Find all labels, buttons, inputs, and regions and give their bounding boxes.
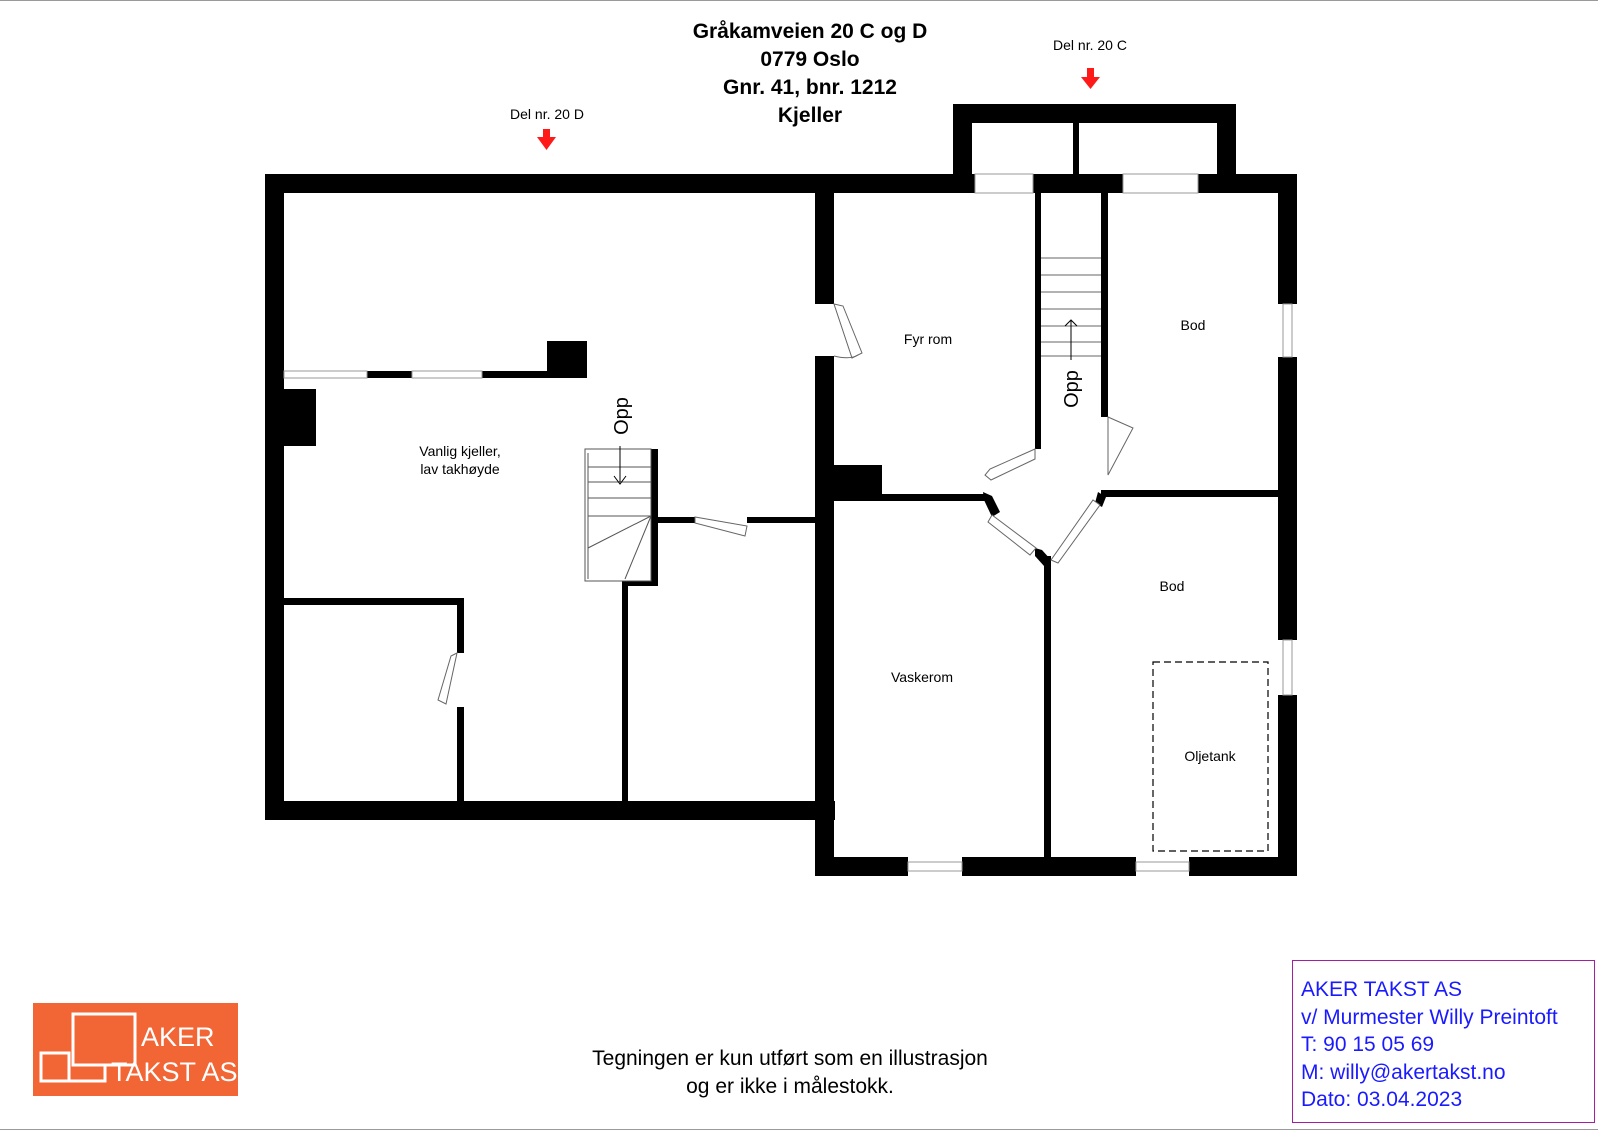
room-label-vanlig-kjeller-1: Vanlig kjeller, <box>419 443 500 459</box>
doors <box>437 303 1134 705</box>
contact-date: Dato: 03.04.2023 <box>1301 1088 1463 1111</box>
marker-label-20c: Del nr. 20 C <box>1053 37 1127 53</box>
disclaimer-line-2: og er ikke i målestokk. <box>686 1075 894 1098</box>
disclaimer-line-1: Tegningen er kun utført som en illustras… <box>592 1047 988 1070</box>
title-floor: Kjeller <box>777 104 843 127</box>
contact-company: AKER TAKST AS <box>1301 978 1463 1001</box>
room-label-fyr-rom: Fyr rom <box>904 331 952 347</box>
logo-mark-icon <box>39 1012 137 1083</box>
contact-person: v/ Murmester Willy Preintoft <box>1301 1005 1558 1029</box>
walls <box>265 104 1297 876</box>
company-logo: AKER TAKST AS <box>33 1003 238 1096</box>
room-label-bod-upper: Bod <box>1181 317 1206 333</box>
title-cadastre: Gnr. 41, bnr. 1212 <box>723 76 897 99</box>
logo-text-line-1: AKER <box>141 1022 215 1052</box>
drawing-title-block: Gråkamveien 20 C og D 0779 Oslo Gnr. 41,… <box>610 18 1010 130</box>
stairs-right <box>1041 257 1101 360</box>
disclaimer: Tegningen er kun utført som en illustras… <box>540 1045 1040 1101</box>
windows <box>283 173 1293 872</box>
title-postal: 0779 Oslo <box>760 48 860 71</box>
contact-box: AKER TAKST AS v/ Murmester Willy Preinto… <box>1292 960 1595 1123</box>
room-label-bod-lower: Bod <box>1160 578 1185 594</box>
contact-phone: T: 90 15 05 69 <box>1301 1033 1435 1056</box>
contact-email: M: willy@akertakst.no <box>1301 1060 1506 1084</box>
stair-label-right: Opp <box>1061 370 1083 408</box>
marker-arrow-20d-icon <box>537 129 556 150</box>
marker-arrow-20c-icon <box>1081 68 1100 89</box>
stair-label-left: Opp <box>611 397 633 435</box>
oil-tank-outline <box>1152 661 1269 852</box>
stairs-left <box>584 446 652 582</box>
room-label-vanlig-kjeller-2: lav takhøyde <box>420 461 500 477</box>
marker-label-20d: Del nr. 20 D <box>510 106 584 122</box>
room-label-vaskerom: Vaskerom <box>891 669 953 685</box>
room-label-oljetank: Oljetank <box>1184 748 1236 764</box>
logo-text-line-2: TAKST AS <box>111 1057 238 1087</box>
title-address: Gråkamveien 20 C og D <box>692 20 928 43</box>
